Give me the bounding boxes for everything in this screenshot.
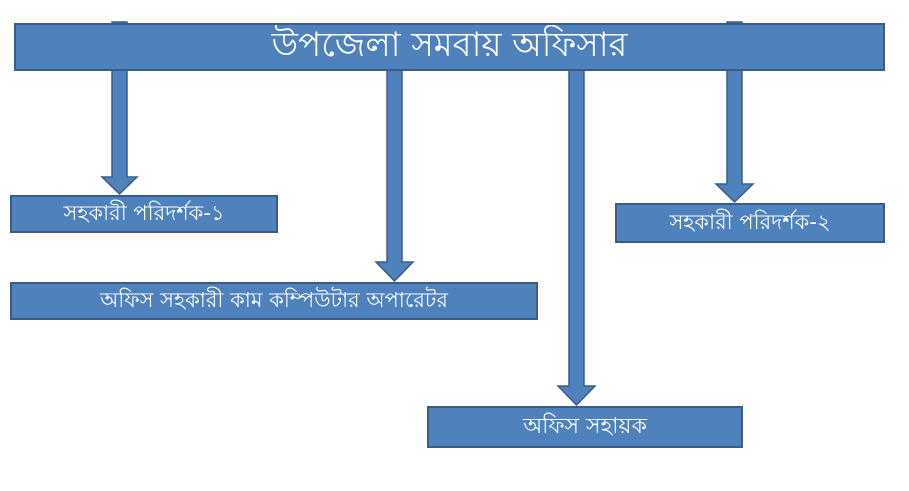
assistant-inspector-1-label: সহকারী পরিদর্শক-১	[63, 200, 225, 225]
assistant-inspector-2-box: সহকারী পরিদর্শক-২	[615, 203, 885, 243]
assistant-inspector-2-label: সহকারী পরিদর্শক-২	[669, 209, 831, 234]
office-assistant-computer-operator-box: অফিস সহকারী কাম কম্পিউটার অপারেটর	[10, 282, 538, 320]
upazila-cooperative-officer-box: উপজেলা সমবায় অফিসার	[14, 23, 885, 71]
assistant-inspector-1-box: সহকারী পরিদর্শক-১	[10, 195, 278, 233]
arrow-to-assistant	[556, 69, 597, 407]
office-helper-label: অফিস সহায়ক	[523, 413, 647, 439]
upazila-cooperative-officer-label: উপজেলা সমবায় অফিসার	[271, 24, 628, 65]
office-helper-box: অফিস সহায়ক	[427, 406, 743, 448]
office-assistant-computer-operator-label: অফিস সহকারী কাম কম্পিউটার অপারেটর	[100, 287, 448, 312]
arrow-to-operator	[374, 69, 415, 283]
